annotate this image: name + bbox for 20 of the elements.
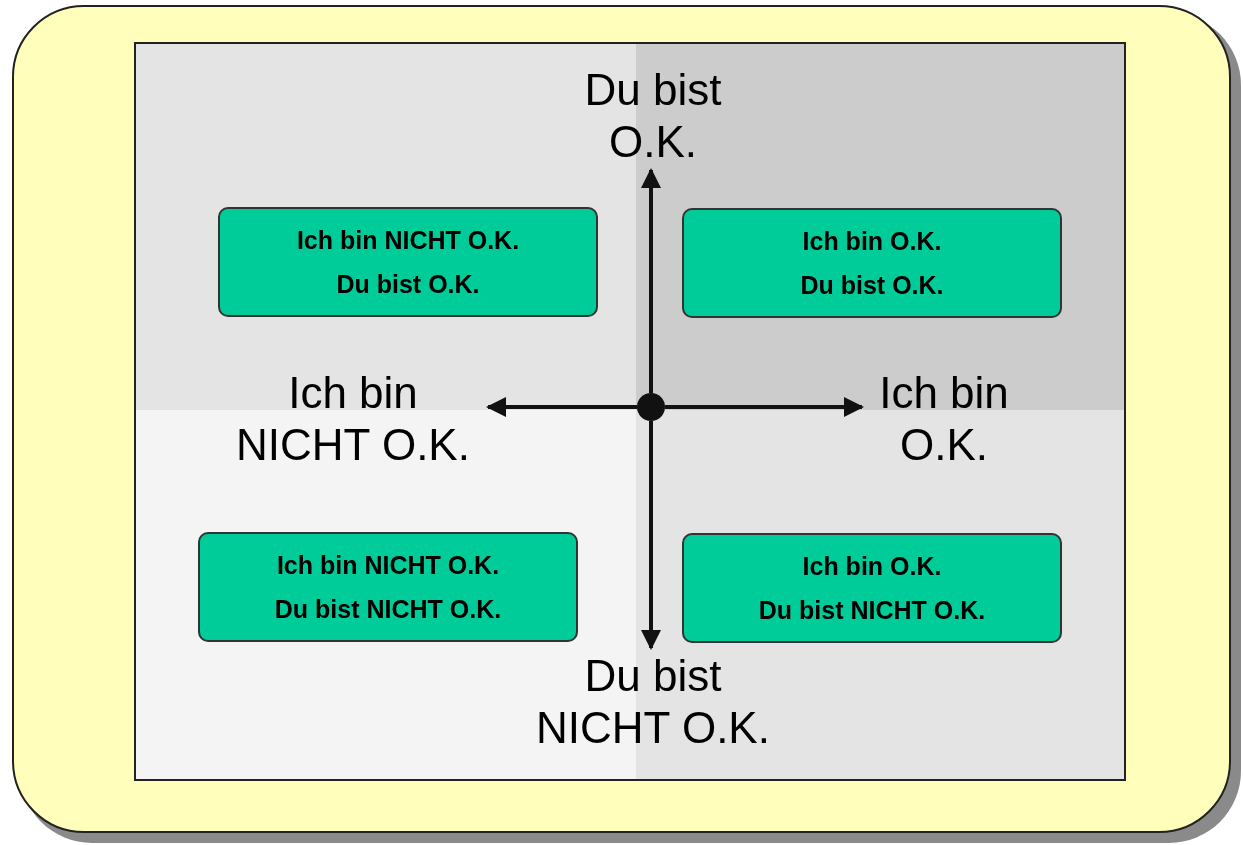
axis-label: Ich bin NICHT O.K. (218, 365, 488, 473)
axis-arrow (486, 397, 637, 417)
quadrant-text: Du bist O.K. (800, 270, 944, 300)
quadrant-box (198, 532, 578, 642)
quadrant-text: Du bist NICHT O.K. (758, 595, 986, 625)
quadrant-text: Du bist NICHT O.K. (274, 594, 502, 624)
axis-label: Du bist O.K. (560, 62, 746, 170)
axis-label: Du bist NICHT O.K. (518, 648, 788, 756)
quadrant-text: Ich bin O.K. (802, 551, 942, 581)
quadrant-text: Ich bin O.K. (802, 226, 942, 256)
quadrant-text: Ich bin NICHT O.K. (296, 225, 520, 255)
quadrant-text: Du bist O.K. (336, 269, 480, 299)
axis-arrow (641, 421, 661, 650)
quadrant-box (218, 207, 598, 317)
axis-arrow (641, 168, 661, 393)
quadrant-text: Ich bin NICHT O.K. (276, 550, 500, 580)
axis-label: Ich bin O.K. (862, 365, 1026, 473)
axis-arrow (665, 397, 864, 417)
quadrant-box (682, 533, 1062, 643)
quadrant-box (682, 208, 1062, 318)
